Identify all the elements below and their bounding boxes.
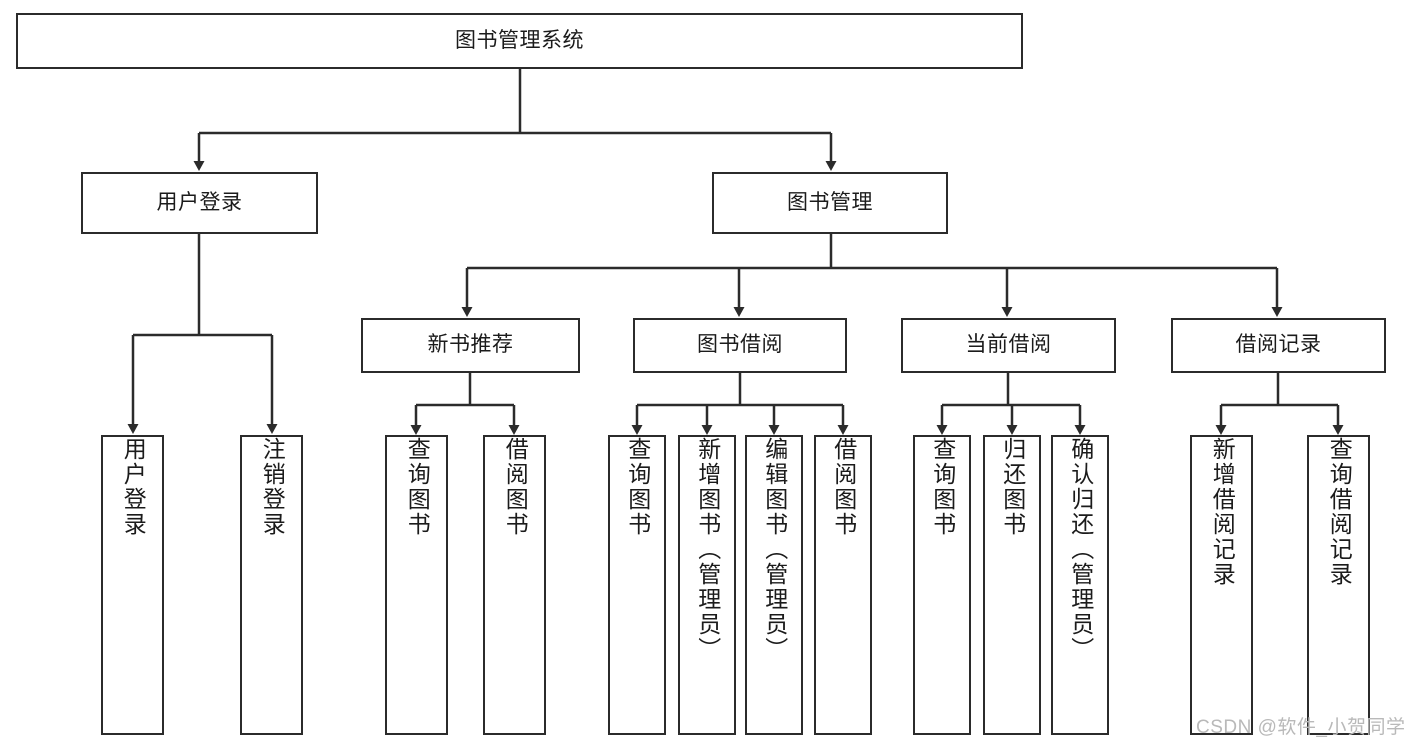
node-new-book-recommend[interactable]: 新书推荐 (361, 318, 580, 373)
node-user-login[interactable]: 用户登录 (81, 172, 318, 234)
leaf-borrow-book-recommend[interactable]: 借阅图书 (483, 435, 546, 735)
leaf-return-book-label: 归还图书 (999, 437, 1026, 537)
node-book-management-label: 图书管理 (787, 190, 873, 214)
leaf-query-borrow-record-label: 查询借阅记录 (1326, 437, 1353, 587)
leaf-query-book-borrow-label: 查询图书 (624, 437, 651, 537)
node-current-borrow-label: 当前借阅 (965, 333, 1052, 357)
leaf-user-login[interactable]: 用户登录 (101, 435, 164, 735)
leaf-user-logout[interactable]: 注销登录 (240, 435, 303, 735)
node-new-book-recommend-label: 新书推荐 (427, 333, 514, 357)
leaf-query-book-current-label: 查询图书 (929, 437, 956, 537)
node-root-label: 图书管理系统 (455, 28, 584, 52)
leaf-confirm-return-admin[interactable]: 确认归还（管理员） (1051, 435, 1109, 735)
leaf-borrow-book-label: 借阅图书 (830, 437, 857, 537)
leaf-add-book-admin[interactable]: 新增图书（管理员） (678, 435, 736, 735)
node-book-borrow-label: 图书借阅 (697, 333, 783, 357)
leaf-user-logout-label: 注销登录 (259, 437, 286, 537)
node-borrow-record-label: 借阅记录 (1235, 333, 1322, 357)
node-root[interactable]: 图书管理系统 (16, 13, 1023, 69)
leaf-query-book-borrow[interactable]: 查询图书 (608, 435, 666, 735)
leaf-edit-book-admin-label: 编辑图书（管理员） (761, 437, 788, 662)
leaf-query-borrow-record[interactable]: 查询借阅记录 (1307, 435, 1370, 735)
leaf-return-book[interactable]: 归还图书 (983, 435, 1041, 735)
csdn-watermark: CSDN @软件_小贺同学 (1196, 717, 1405, 738)
node-borrow-record[interactable]: 借阅记录 (1171, 318, 1386, 373)
node-book-management[interactable]: 图书管理 (712, 172, 948, 234)
leaf-borrow-book[interactable]: 借阅图书 (814, 435, 872, 735)
leaf-add-book-admin-label: 新增图书（管理员） (694, 437, 721, 662)
node-current-borrow[interactable]: 当前借阅 (901, 318, 1116, 373)
leaf-user-login-label: 用户登录 (120, 437, 147, 537)
leaf-query-book-recommend[interactable]: 查询图书 (385, 435, 448, 735)
leaf-add-borrow-record-label: 新增借阅记录 (1209, 437, 1236, 587)
node-user-login-label: 用户登录 (156, 190, 243, 214)
leaf-query-book-current[interactable]: 查询图书 (913, 435, 971, 735)
node-book-borrow[interactable]: 图书借阅 (633, 318, 847, 373)
leaf-confirm-return-admin-label: 确认归还（管理员） (1067, 437, 1094, 662)
leaf-add-borrow-record[interactable]: 新增借阅记录 (1190, 435, 1253, 735)
leaf-query-book-recommend-label: 查询图书 (404, 437, 431, 537)
leaf-edit-book-admin[interactable]: 编辑图书（管理员） (745, 435, 803, 735)
leaf-borrow-book-recommend-label: 借阅图书 (502, 437, 529, 537)
